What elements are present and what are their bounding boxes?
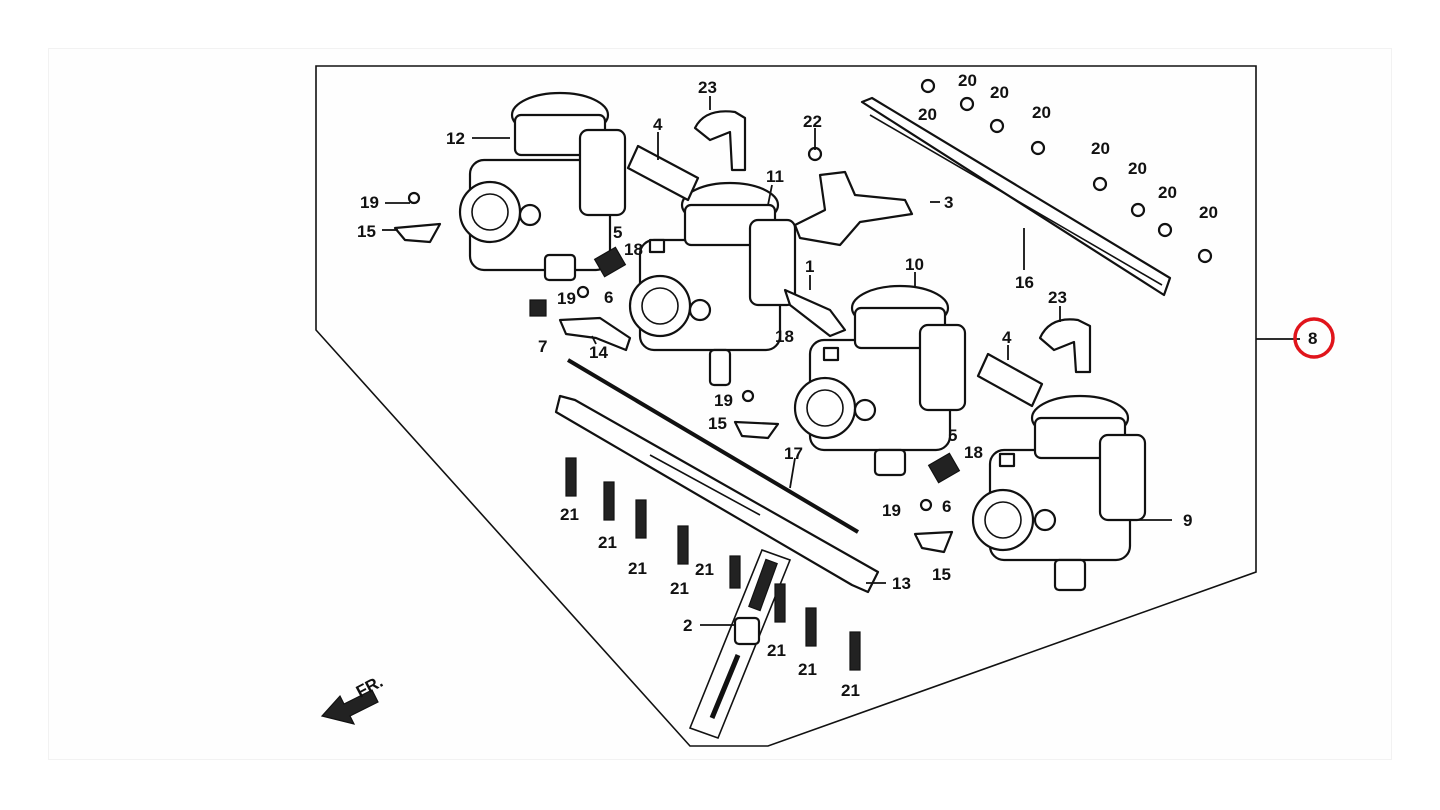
callout-6b: 6 <box>942 497 951 516</box>
arrow-left-icon <box>320 689 379 725</box>
callout-18c: 18 <box>964 443 983 462</box>
highlighted-callout-8: 8 <box>1293 317 1335 359</box>
callout-15a: 15 <box>357 222 376 241</box>
assembly-outline <box>315 65 1257 747</box>
rod-17 <box>566 358 860 534</box>
callout-15c: 15 <box>932 565 951 584</box>
callout-10: 10 <box>905 255 924 274</box>
hose-23a <box>693 110 747 172</box>
carburetor-11 <box>628 181 797 387</box>
callout-20d: 20 <box>1032 103 1051 122</box>
small-hardware <box>393 78 1213 671</box>
callout-6a: 6 <box>604 288 613 307</box>
callout-1: 1 <box>805 257 814 276</box>
callout-23b: 23 <box>1048 288 1067 307</box>
callout-12: 12 <box>446 129 465 148</box>
callout-20g: 20 <box>1158 183 1177 202</box>
callout-11: 11 <box>766 167 784 186</box>
callout-4a: 4 <box>653 115 663 134</box>
callout-13: 13 <box>892 574 911 593</box>
callout-21d: 21 <box>670 579 689 598</box>
callout-19b: 19 <box>557 289 576 308</box>
callout-21f: 21 <box>767 641 786 660</box>
callout-21c: 21 <box>628 559 647 578</box>
callout-21b: 21 <box>598 533 617 552</box>
part-2-strip <box>688 548 792 740</box>
carburetor-12 <box>458 91 627 282</box>
callout-7: 7 <box>538 337 547 356</box>
callout-14: 14 <box>589 343 608 362</box>
callout-8: 8 <box>1308 329 1317 348</box>
plate-4b <box>976 352 1044 408</box>
callout-20e: 20 <box>1091 139 1110 158</box>
carburetor-10 <box>793 284 967 477</box>
callout-2: 2 <box>683 616 692 635</box>
callout-18a: 18 <box>624 240 643 259</box>
highlight-ring <box>1293 317 1335 359</box>
callout-19a: 19 <box>360 193 379 212</box>
diagram-frame <box>48 48 1392 760</box>
callout-16: 16 <box>1015 273 1034 292</box>
callout-5b: 5 <box>948 426 957 445</box>
callout-20c: 20 <box>990 83 1009 102</box>
callout-3: 3 <box>944 193 953 212</box>
callout-21g: 21 <box>798 660 817 679</box>
callout-5a: 5 <box>613 223 622 242</box>
leader-lines <box>382 96 1172 626</box>
callout-17: 17 <box>784 444 803 463</box>
callout-21h: 21 <box>841 681 860 700</box>
throttle-link-3 <box>793 170 914 247</box>
hose-23b <box>1038 318 1092 374</box>
callout-4b: 4 <box>1002 328 1012 347</box>
callout-21e: 21 <box>695 560 714 579</box>
callout-labels: 12 19 15 4 23 11 22 3 16 5 18 6 19 7 14 … <box>357 71 1218 700</box>
callout-21a: 21 <box>560 505 579 524</box>
callout-19c: 19 <box>714 391 733 410</box>
callout-23a: 23 <box>698 78 717 97</box>
callout-20f: 20 <box>1128 159 1147 178</box>
callout-19d: 19 <box>882 501 901 520</box>
bracket-13 <box>554 394 880 594</box>
callout-9: 9 <box>1183 511 1192 530</box>
callout-22: 22 <box>803 112 822 131</box>
callout-20b: 20 <box>918 105 937 124</box>
callout-20h: 20 <box>1199 203 1218 222</box>
callout-18b: 18 <box>775 327 794 346</box>
callout-15b: 15 <box>708 414 727 433</box>
callout-20a: 20 <box>958 71 977 90</box>
carburetor-9 <box>971 394 1147 592</box>
front-direction-arrow: FR. <box>320 672 386 725</box>
plate-4a <box>626 144 700 202</box>
